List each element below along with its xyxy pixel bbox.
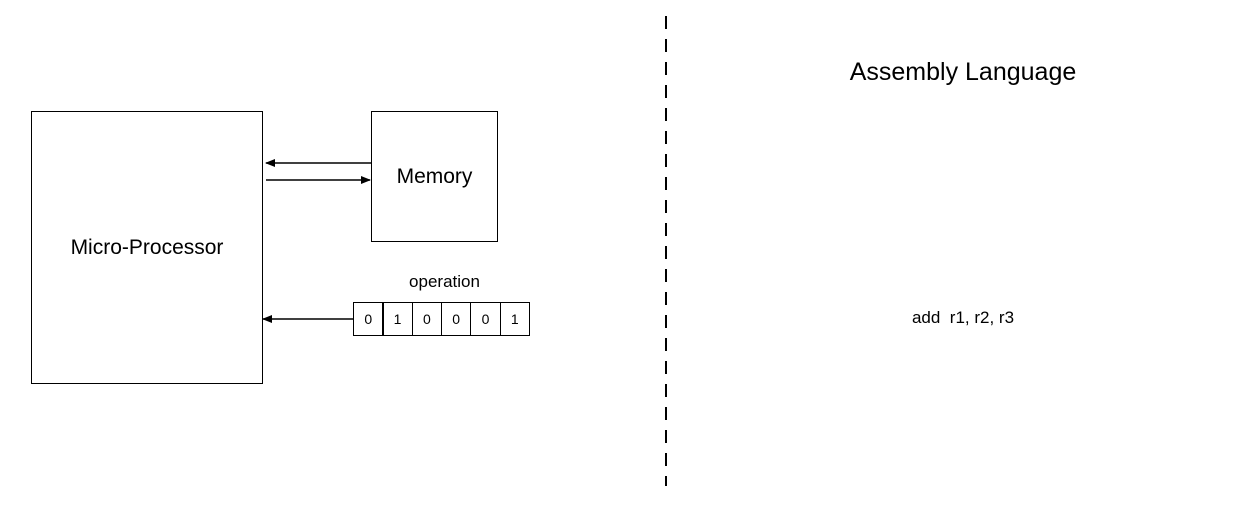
bit-cell: 0 bbox=[440, 302, 472, 336]
bit-cell: 0 bbox=[411, 302, 443, 336]
assembly-instruction: add r1, r2, r3 bbox=[911, 308, 1015, 327]
memory-label: Memory bbox=[396, 164, 473, 188]
micro-processor-label: Micro-Processor bbox=[70, 235, 224, 259]
bit-cell: 0 bbox=[353, 302, 384, 336]
bit-cell: 0 bbox=[470, 302, 501, 336]
operation-bit-register: 0 1 0 0 0 1 bbox=[353, 302, 531, 336]
assembly-language-title: Assembly Language bbox=[849, 58, 1077, 86]
operation-label: operation bbox=[409, 272, 480, 291]
memory-box: Memory bbox=[371, 111, 498, 242]
bit-cell: 1 bbox=[499, 302, 531, 336]
bit-cell: 1 bbox=[382, 302, 413, 336]
micro-processor-box: Micro-Processor bbox=[31, 111, 263, 384]
